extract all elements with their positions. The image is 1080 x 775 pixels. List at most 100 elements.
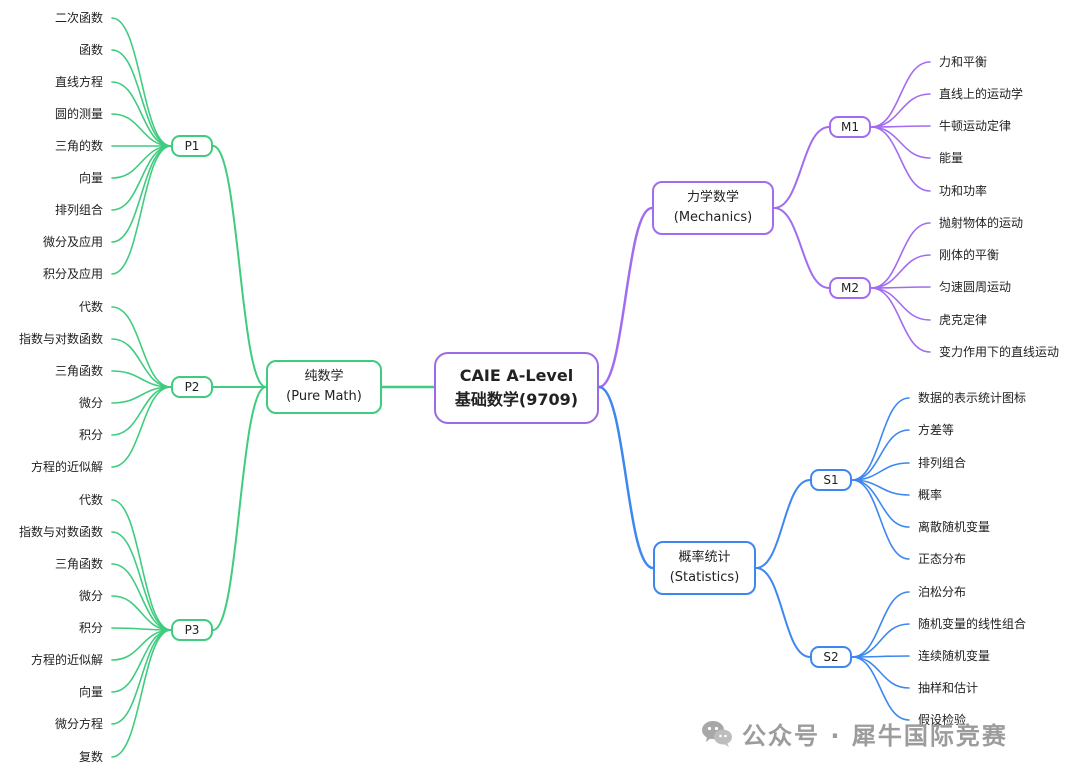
connector-stats-s1: [755, 479, 811, 569]
connector-m1-topic-1: [870, 61, 931, 128]
connector-stats-s2: [755, 567, 811, 658]
connector-p1-topic-9: [111, 145, 172, 275]
connector-p1-topic-6: [111, 145, 172, 179]
topic-p3-5: 积分: [78, 621, 103, 635]
branch-statistics-line2: (Statistics): [669, 570, 740, 585]
connector-m2-topic-5: [870, 287, 931, 353]
topic-p1-5: 三角的数: [54, 139, 103, 153]
branch-pure-math-line1: 纯数学: [304, 369, 344, 384]
topic-s1-3: 排列组合: [918, 456, 967, 470]
topic-m2-2: 刚体的平衡: [939, 248, 1000, 262]
group-p2-label: P2: [184, 380, 200, 394]
topic-m1-2: 直线上的运动学: [939, 87, 1024, 101]
connector-p2-topic-1: [111, 306, 172, 388]
group-p1: P1: [171, 135, 213, 157]
connector-mech-m2: [773, 207, 830, 289]
topic-p2-2: 指数与对数函数: [18, 332, 103, 346]
connector-p3-topic-7: [111, 629, 172, 693]
topic-p1-6: 向量: [78, 171, 103, 185]
topic-p1-1: 二次函数: [54, 11, 103, 25]
topic-p2-4: 微分: [78, 396, 103, 410]
connector-root-mechanics: [597, 206, 654, 389]
topic-p3-2: 指数与对数函数: [18, 525, 103, 539]
connector-m2-topic-2: [870, 254, 931, 289]
topic-p1-3: 直线方程: [54, 75, 103, 89]
connector-p2-topic-2: [111, 338, 172, 388]
connector-s1-topic-3: [851, 462, 910, 481]
topic-p1-7: 排列组合: [54, 203, 103, 217]
topic-s1-5: 离散随机变量: [918, 520, 991, 534]
topic-p3-9: 复数: [78, 750, 103, 764]
topic-p1-2: 函数: [78, 43, 103, 57]
connector-m2-topic-4: [870, 287, 931, 321]
watermark: 公众号 · 犀牛国际竞赛: [700, 716, 1060, 750]
group-s2: S2: [810, 646, 852, 668]
root-node: CAIE A-Level 基础数学(9709): [434, 352, 599, 424]
connector-root-statistics: [597, 385, 655, 570]
topic-s2-1: 泊松分布: [918, 585, 967, 599]
topic-m2-4: 虎克定律: [939, 313, 988, 327]
group-s1: S1: [810, 469, 852, 491]
connector-s2-topic-1: [851, 591, 910, 658]
topic-p2-6: 方程的近似解: [30, 460, 103, 474]
topic-s2-2: 随机变量的线性组合: [918, 617, 1027, 631]
topic-m1-4: 能量: [939, 151, 964, 165]
connector-m1-topic-5: [870, 126, 931, 192]
connector-m1-topic-4: [870, 126, 931, 159]
topic-m2-3: 匀速圆周运动: [939, 280, 1012, 294]
topic-p3-3: 三角函数: [54, 557, 103, 571]
connector-pure-p3: [212, 386, 267, 631]
topic-m1-1: 力和平衡: [939, 55, 988, 69]
group-s1-label: S1: [823, 473, 839, 487]
connector-p2-topic-3: [111, 370, 172, 388]
connector-m1-topic-2: [870, 93, 931, 128]
branch-statistics: 概率统计 (Statistics): [653, 541, 756, 595]
branch-mechanics-line2: (Mechanics): [673, 210, 753, 225]
topic-p3-6: 方程的近似解: [30, 653, 103, 667]
connector-p1-topic-4: [111, 113, 172, 147]
connector-p3-topic-4: [111, 595, 172, 631]
connector-p3-topic-2: [111, 531, 172, 631]
topic-s1-4: 概率: [918, 488, 943, 502]
topic-s1-2: 方差等: [918, 423, 955, 437]
topic-p3-4: 微分: [78, 589, 103, 603]
topic-s1-1: 数据的表示统计图标: [918, 391, 1027, 405]
topic-p1-4: 圆的测量: [54, 107, 103, 121]
connector-p3-topic-3: [111, 563, 172, 631]
connector-s1-topic-1: [851, 397, 910, 481]
topic-p2-1: 代数: [78, 300, 103, 314]
connector-s1-topic-6: [851, 479, 910, 560]
topic-s2-3: 连续随机变量: [918, 649, 991, 663]
topic-s2-5: 假设检验: [918, 713, 967, 727]
connector-p1-topic-2: [111, 49, 172, 147]
topic-p2-3: 三角函数: [54, 364, 103, 378]
group-m1: M1: [829, 116, 871, 138]
group-m2: M2: [829, 277, 871, 299]
group-s2-label: S2: [823, 650, 839, 664]
topic-p2-5: 积分: [78, 428, 103, 442]
group-p1-label: P1: [184, 139, 200, 153]
root-title-line1: CAIE A-Level: [459, 366, 574, 385]
connector-p3-topic-9: [111, 629, 172, 758]
connector-p3-topic-6: [111, 629, 172, 661]
branch-pure-math: 纯数学 (Pure Math): [266, 360, 382, 414]
branch-mechanics-line1: 力学数学: [686, 190, 739, 205]
topic-p1-8: 微分及应用: [42, 235, 103, 249]
topic-m1-5: 功和功率: [939, 184, 988, 198]
branch-statistics-line1: 概率统计: [678, 550, 731, 565]
connector-m2-topic-1: [870, 222, 931, 289]
topic-m2-5: 变力作用下的直线运动: [939, 345, 1060, 359]
topic-m1-3: 牛顿运动定律: [939, 119, 1012, 133]
topic-s1-6: 正态分布: [918, 552, 967, 566]
branch-mechanics: 力学数学 (Mechanics): [652, 181, 774, 235]
connector-s2-topic-2: [851, 623, 910, 658]
watermark-text: 公众号 · 犀牛国际竞赛: [742, 721, 1008, 750]
connector-p2-topic-6: [111, 386, 172, 468]
group-p2: P2: [171, 376, 213, 398]
connector-s2-topic-5: [851, 656, 910, 721]
topic-p3-1: 代数: [78, 493, 103, 507]
group-p3-label: P3: [184, 623, 200, 637]
connector-p1-topic-1: [111, 17, 172, 147]
topic-s2-4: 抽样和估计: [918, 681, 979, 695]
